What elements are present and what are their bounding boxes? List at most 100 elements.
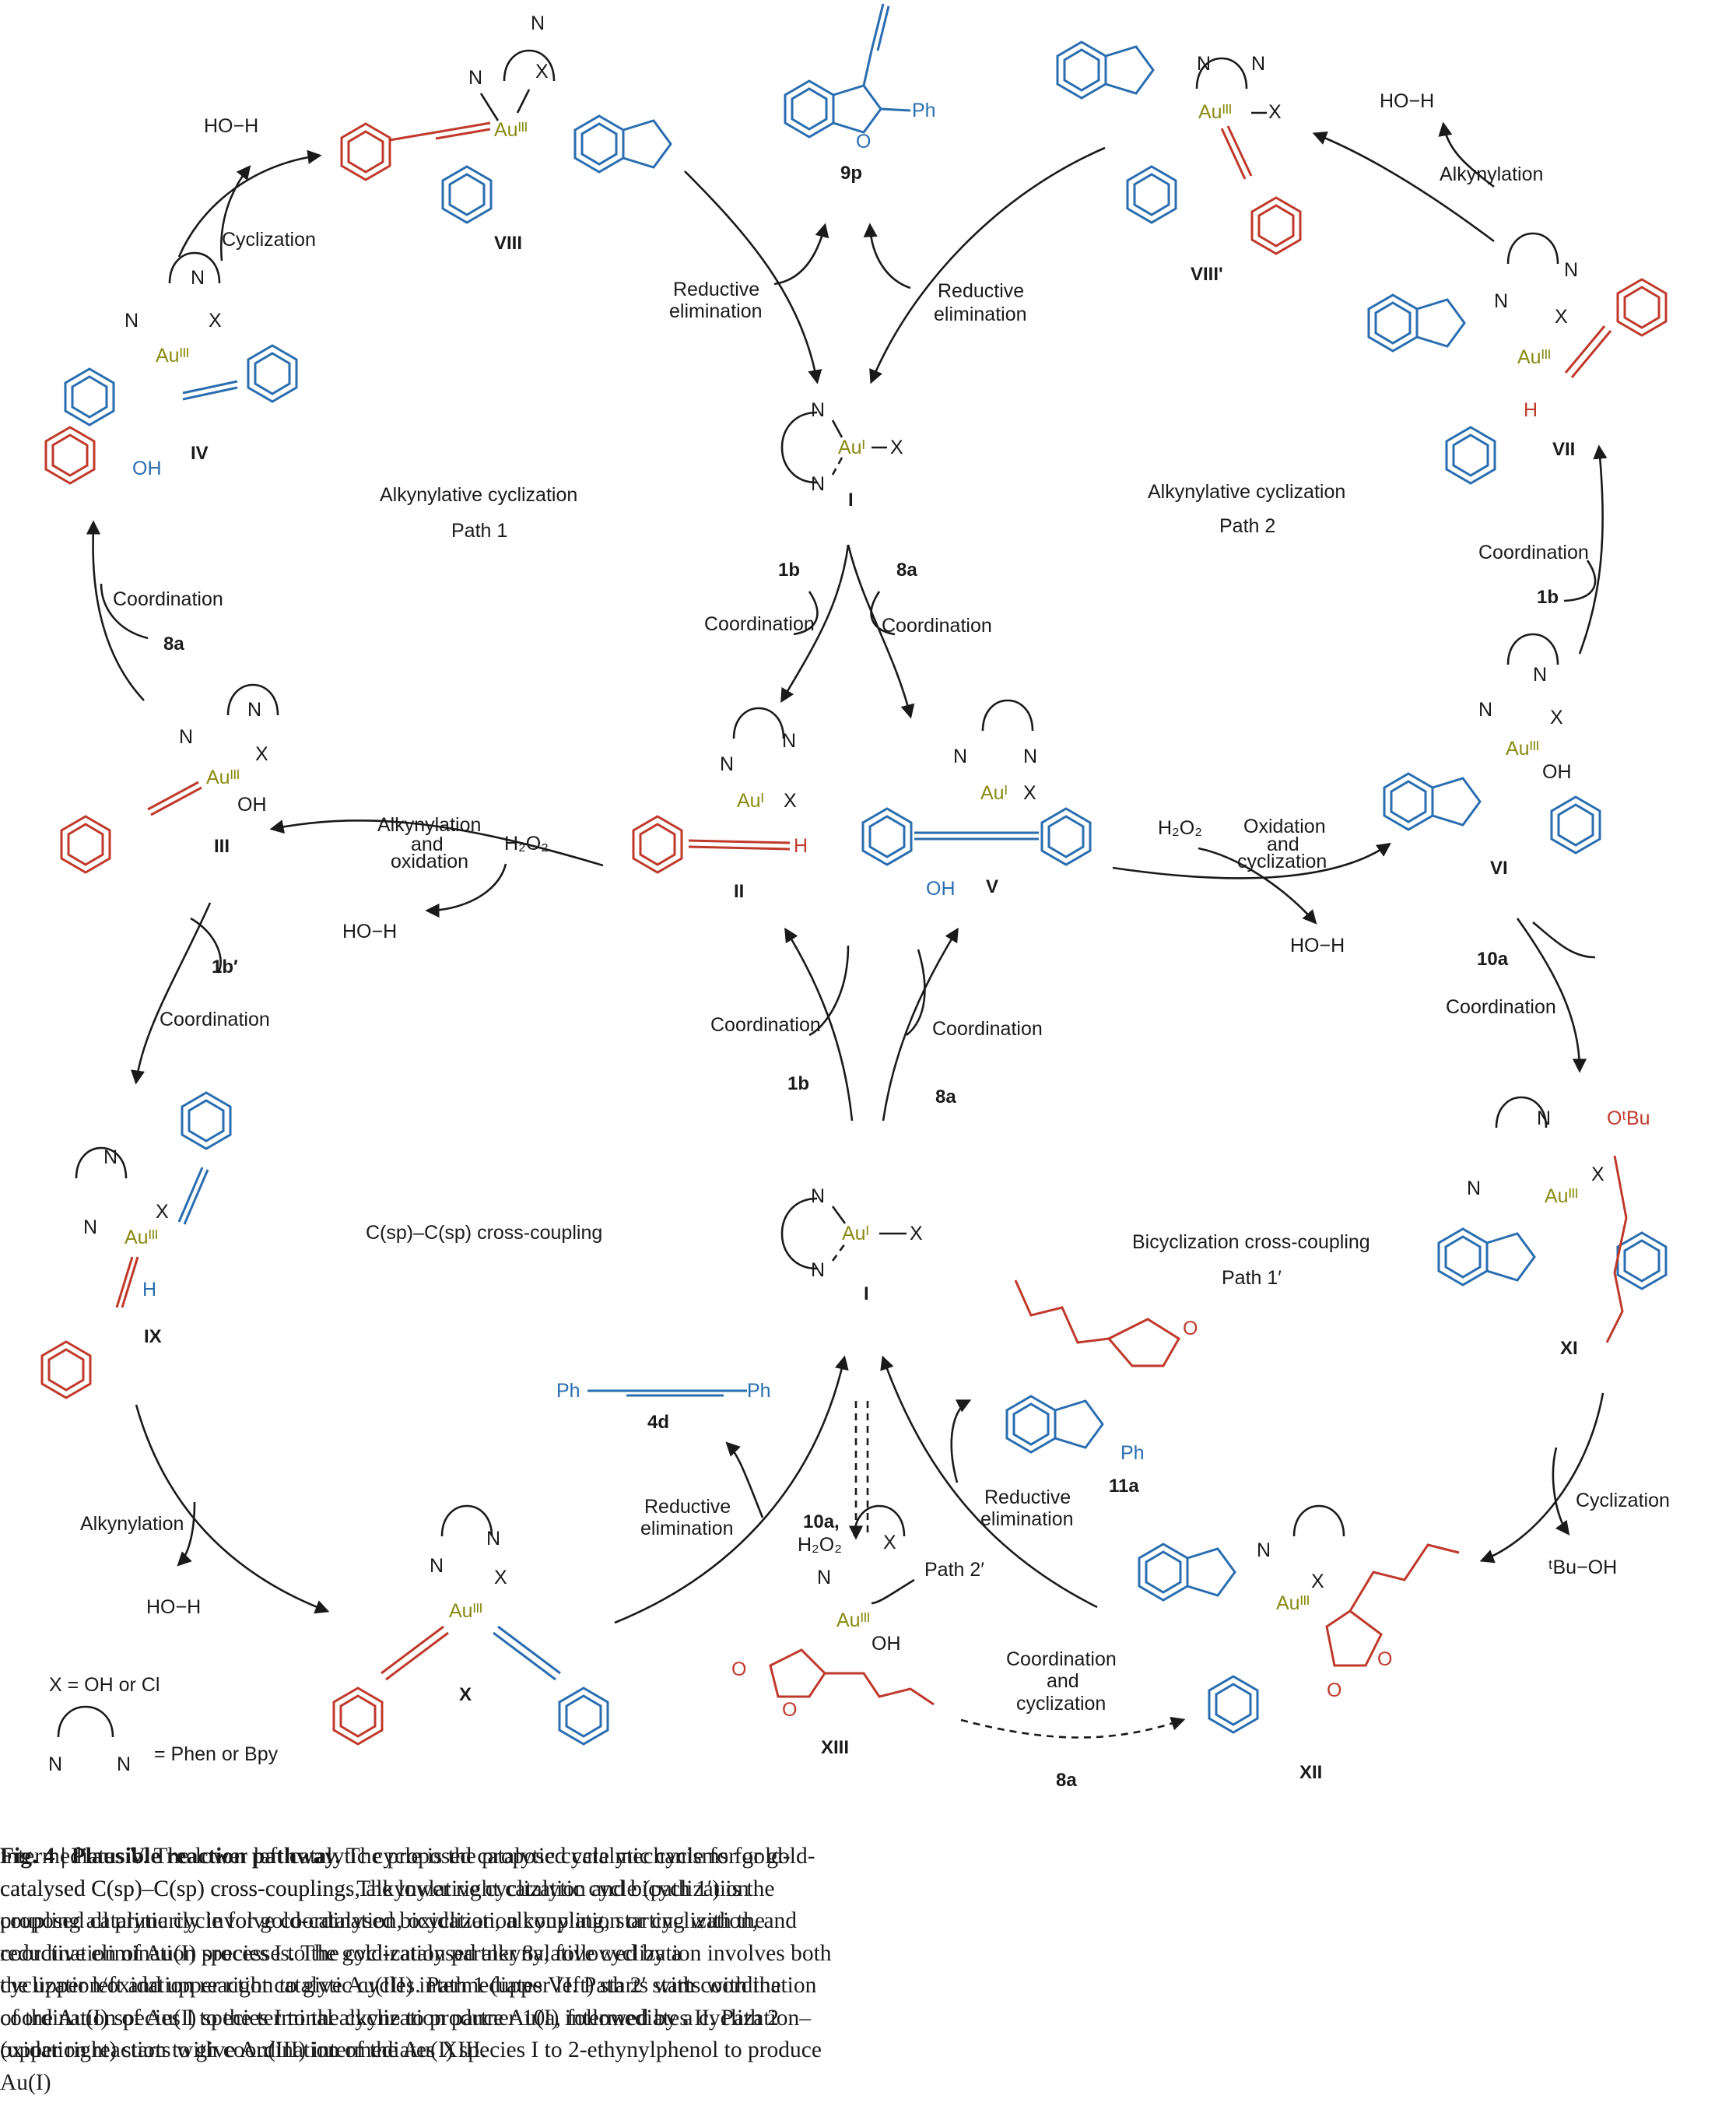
svg-text:8a: 8a [1056,1770,1077,1791]
svg-text:X: X [494,1567,507,1588]
svg-text:X: X [1268,101,1282,123]
svg-text:X: X [1555,306,1568,328]
compound-XII: N X Auᴵᴵᴵ O O XII [1139,1504,1460,1783]
svg-text:N: N [953,746,967,767]
svg-text:OᵗBu: OᵗBu [1607,1107,1650,1129]
svg-text:N: N [1494,290,1508,312]
svg-text:N: N [1478,699,1492,721]
svg-text:9p: 9p [840,163,862,184]
compound-VI: N N X Auᴵᴵᴵ OH VI [1384,633,1601,879]
compound-VIII: N N X Auᴵᴵᴵ VIII [340,12,671,254]
svg-text:Auᴵᴵᴵ: Auᴵᴵᴵ [449,1600,482,1622]
compound-IV: N N X Auᴵᴵᴵ OH IV [44,251,298,485]
svg-text:elimination: elimination [669,300,763,322]
svg-text:N: N [486,1528,500,1550]
svg-text:N: N [125,310,139,332]
svg-text:H: H [1524,399,1538,421]
compound-XIII: N X Auᴵᴵᴵ OH O O XIII [731,1504,935,1758]
svg-text:N: N [48,1753,62,1775]
compound-III: N N X Auᴵᴵᴵ OH III [60,683,279,874]
svg-text:Coordination: Coordination [882,615,992,637]
svg-text:Coordination: Coordination [113,588,223,610]
svg-text:X: X [910,1223,923,1244]
svg-text:OH: OH [872,1633,901,1655]
svg-text:Reductive: Reductive [644,1496,731,1518]
svg-text:N: N [817,1567,831,1588]
svg-text:HO−H: HO−H [146,1596,201,1618]
svg-text:OH: OH [926,878,956,900]
svg-text:Reductive: Reductive [938,280,1024,302]
svg-text:10a,: 10a, [803,1511,840,1532]
svg-text:N: N [811,1185,825,1207]
svg-text:C(sp)–C(sp) cross-coupling: C(sp)–C(sp) cross-coupling [366,1222,602,1244]
compound-X: N N X Auᴵᴵᴵ X [332,1504,609,1746]
caption-right-column: intermediates V. The lower left catalyti… [0,1844,811,2062]
svg-text:N: N [1023,746,1037,767]
svg-text:1b: 1b [1537,587,1559,608]
svg-text:Auᴵ: Auᴵ [980,782,1008,804]
compound-4d: Ph Ph 4d [556,1380,771,1433]
svg-text:O: O [782,1699,797,1721]
svg-text:Auᴵ: Auᴵ [838,437,865,458]
svg-text:H₂O₂: H₂O₂ [798,1534,842,1556]
svg-text:N: N [430,1555,444,1577]
svg-text:Auᴵᴵᴵ: Auᴵᴵᴵ [1506,738,1539,760]
svg-text:N: N [1537,1107,1551,1129]
svg-text:Coordination: Coordination [710,1014,821,1036]
svg-text:cyclization: cyclization [1016,1693,1106,1715]
compound-11a: O Ph 11a [1007,1279,1198,1497]
svg-text:VIII': VIII' [1191,264,1223,285]
compound-II: N N Auᴵ X H II [632,707,808,902]
figure-caption: Fig. 4 | Plausible reaction pathway. The… [0,1841,833,2099]
svg-text:elimination: elimination [934,304,1027,325]
svg-text:Path 2: Path 2 [1219,515,1275,537]
svg-text:Auᴵᴵᴵ: Auᴵᴵᴵ [1545,1185,1578,1207]
svg-text:H: H [142,1279,156,1300]
compound-VIIIp: N N Auᴵᴵᴵ X VIII' [1057,42,1302,285]
svg-text:H₂O₂: H₂O₂ [1158,817,1202,839]
caption-left-text: The proposed catalytic cycle mechanisms … [0,1844,832,2095]
svg-text:X: X [1023,782,1036,804]
text-labels: HO−H Cyclization Reductive elimination R… [48,90,1670,1791]
svg-text:OH: OH [237,794,267,816]
compound-I-top: N N Auᴵ X I [780,399,903,511]
svg-text:I: I [848,490,854,511]
svg-text:Auᴵᴵᴵ: Auᴵᴵᴵ [1517,346,1551,368]
svg-text:N: N [83,1216,97,1238]
svg-text:Coordination: Coordination [1446,996,1556,1018]
svg-text:= Phen or Bpy: = Phen or Bpy [154,1743,279,1765]
cycle-arrows [86,131,1608,1739]
svg-text:and: and [1047,1670,1079,1692]
svg-text:Coordination: Coordination [1006,1648,1117,1670]
svg-text:X: X [535,61,549,82]
svg-text:8a: 8a [896,560,917,581]
figure-caption-right: intermediates V. The lower left catalyti… [0,1841,840,2067]
svg-text:4d: 4d [647,1412,669,1433]
svg-text:Path 1: Path 1 [451,520,507,542]
svg-text:II: II [734,881,744,902]
svg-text:Auᴵᴵᴵ: Auᴵᴵᴵ [1276,1592,1310,1614]
svg-text:Oxidation: Oxidation [1243,816,1326,837]
svg-text:I: I [864,1283,869,1304]
svg-text:N: N [117,1753,131,1775]
svg-text:N: N [1197,53,1211,75]
svg-text:Reductive: Reductive [984,1486,1071,1508]
compound-VII: N N X Auᴵᴵᴵ H VII [1369,232,1668,485]
svg-text:VII: VII [1552,439,1575,460]
svg-text:elimination: elimination [980,1508,1074,1530]
svg-text:Alkynylative cyclization: Alkynylative cyclization [380,484,577,506]
svg-text:X = OH or Cl: X = OH or Cl [49,1674,160,1696]
svg-text:and: and [411,834,444,855]
svg-text:X: X [459,1684,472,1705]
svg-text:Cyclization: Cyclization [1576,1490,1670,1511]
compound-I-middle: N N Auᴵ X I [780,1185,923,1304]
svg-text:oxidation: oxidation [391,851,468,872]
svg-text:8a: 8a [935,1086,956,1107]
svg-text:Alkynylative cyclization: Alkynylative cyclization [1148,481,1345,503]
svg-text:Ph: Ph [1121,1442,1145,1464]
svg-text:X: X [1591,1164,1604,1185]
svg-text:III: III [214,836,230,857]
compound-V: N N Auᴵ X OH V [861,699,1092,900]
caption-left-column: Fig. 4 | Plausible reaction pathway. The… [0,1841,833,2099]
svg-text:HO−H: HO−H [204,115,258,137]
